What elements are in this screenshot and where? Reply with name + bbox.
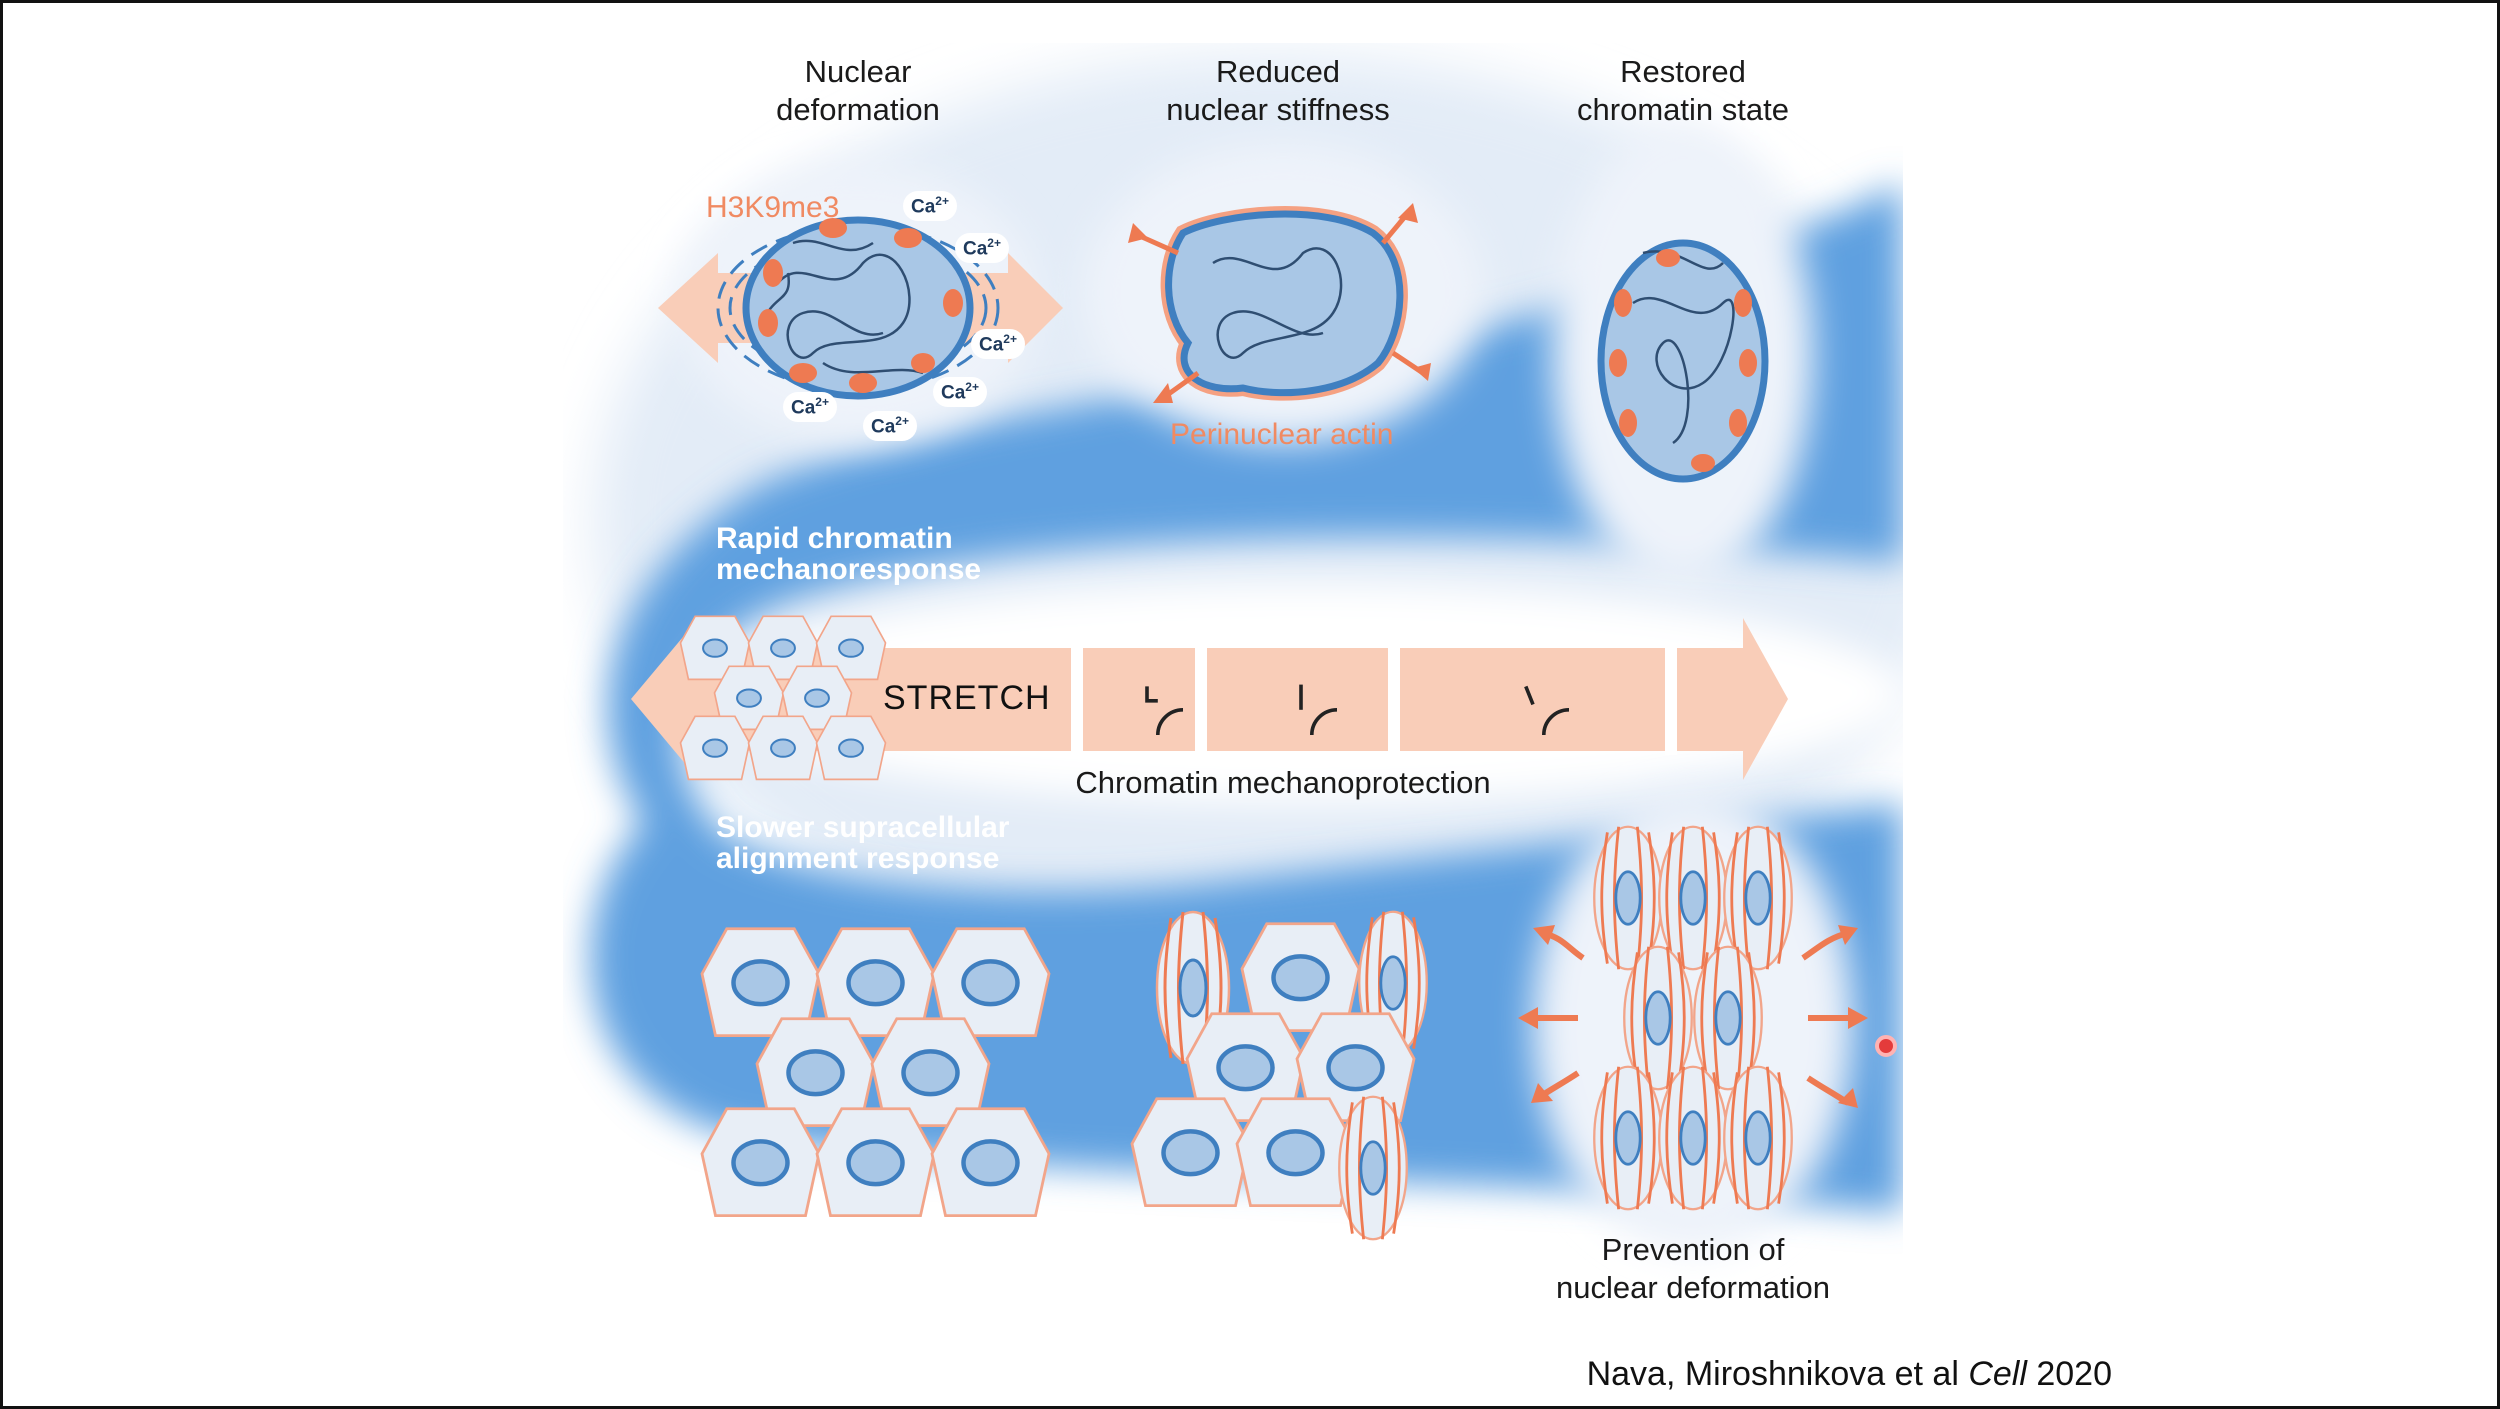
restored-nucleus (1597, 239, 1769, 483)
soft-nucleus (1128, 203, 1431, 403)
calcium-ion-badge: Ca2+ (863, 411, 917, 442)
label-restored-chromatin: Restored chromatin state (1577, 54, 1789, 127)
calcium-ion-badge: Ca2+ (783, 392, 837, 423)
calcium-ion-badge: Ca2+ (971, 329, 1025, 360)
calcium-ion-badge: Ca2+ (933, 377, 987, 408)
diagram-artwork (590, 53, 1903, 1253)
label-h3k9me3: H3K9me3 (706, 191, 840, 224)
deformed-nucleus (658, 216, 1063, 400)
label-nuclear-deformation: Nuclear deformation (776, 54, 940, 127)
label-stretch: STRETCH (883, 679, 1051, 717)
label-slower-response: Slower supracellular alignment response (716, 811, 1010, 875)
label-rapid-response: Rapid chromatin mechanoresponse (716, 522, 982, 586)
epithelium-aligned (1518, 825, 1868, 1211)
stretch-arrow (631, 618, 1788, 780)
label-reduced-stiffness: Reduced nuclear stiffness (1166, 54, 1390, 127)
calcium-ion-badge: Ca2+ (955, 233, 1009, 264)
calcium-ion-badge: Ca2+ (903, 191, 957, 222)
clock-icon (1299, 684, 1337, 735)
clock-icon (1524, 685, 1569, 735)
label-prevention: Prevention of nuclear deformation (1556, 1232, 1830, 1305)
citation: Nava, Miroshnikova et al Cell 2020 (1586, 1355, 2112, 1393)
clock-icon (1145, 686, 1183, 735)
label-mechanoprotection: Chromatin mechanoprotection (1075, 765, 1491, 800)
label-perinuclear-actin: Perinuclear actin (1170, 418, 1394, 451)
